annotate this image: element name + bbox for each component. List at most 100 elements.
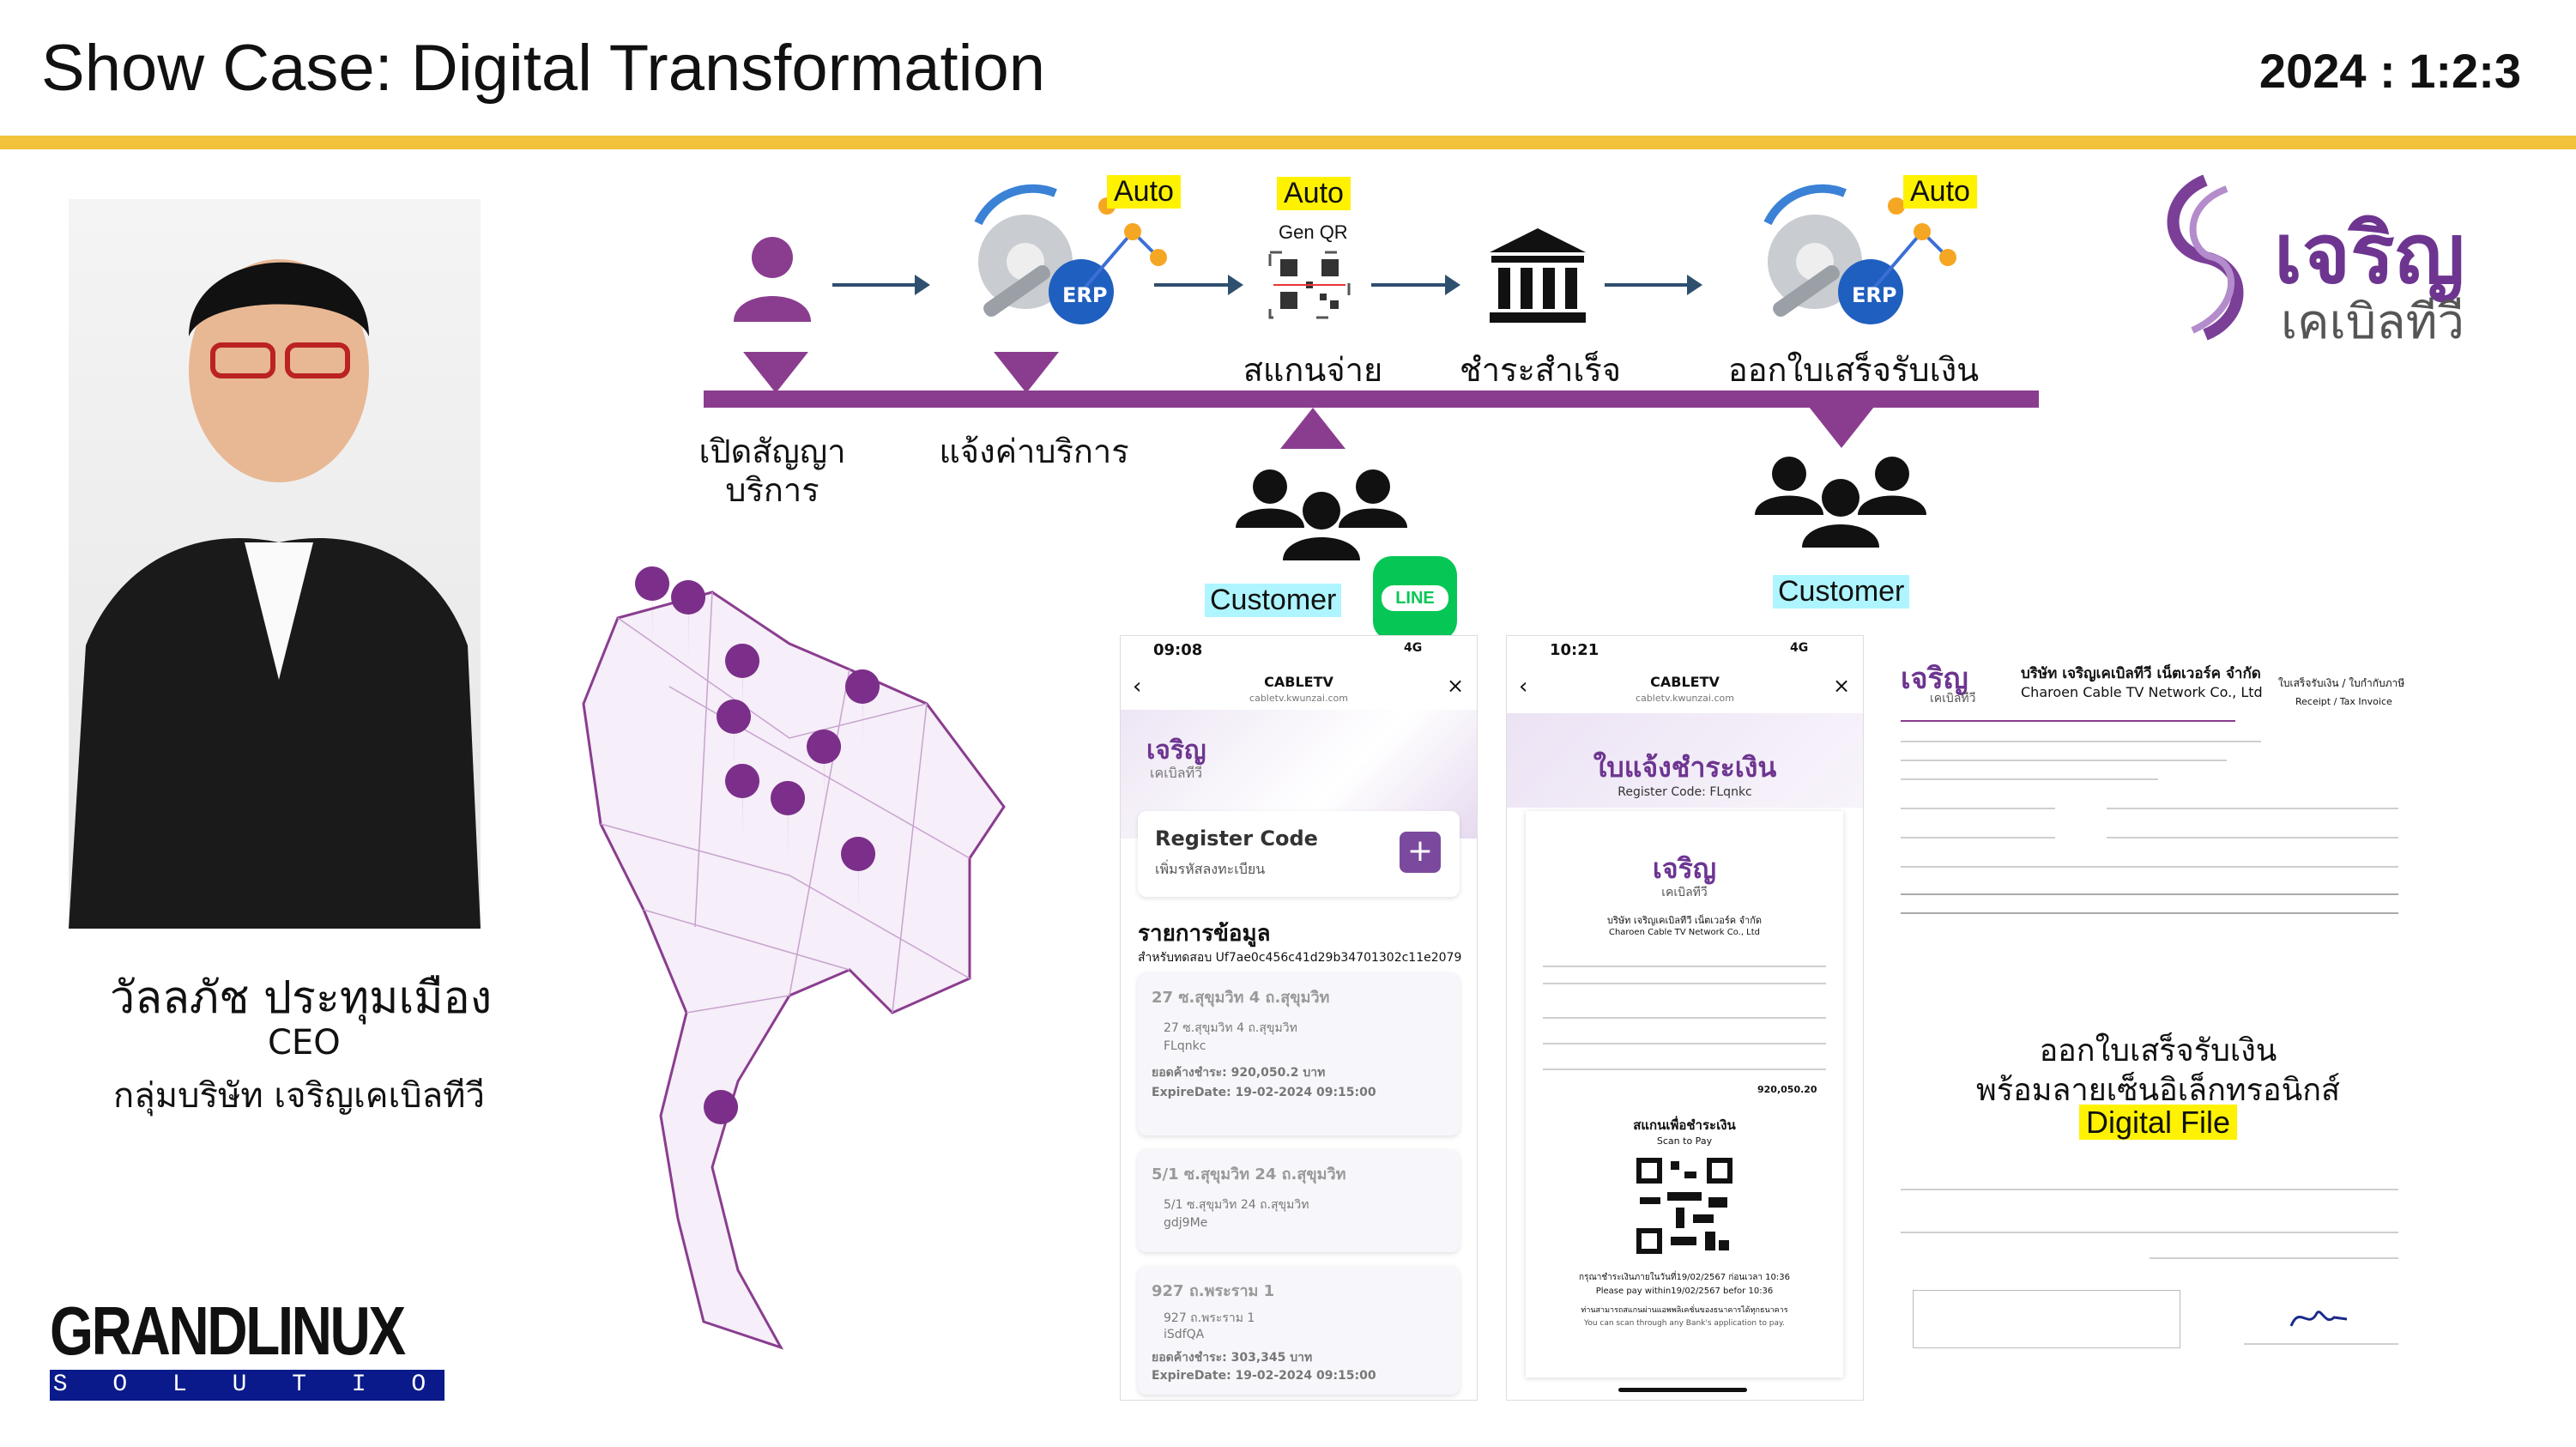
app-title: CABLETV xyxy=(1650,674,1720,690)
step-scan-pay: สแกนจ่าย xyxy=(1243,351,1383,389)
customer-group-icon xyxy=(1236,469,1407,560)
list-subtitle: สำหรับทดสอบ Uf7ae0c456c41d29b34701302c11… xyxy=(1138,951,1462,965)
list-item[interactable]: 5/1 ซ.สุขุมวิท 24 ถ.สุขุมวิท 5/1 ซ.สุขุม… xyxy=(1138,1149,1460,1252)
step-open-contract-line2: บริการ xyxy=(725,471,819,509)
timeline-marker-up xyxy=(1280,408,1345,449)
erp-gear-icon xyxy=(1763,184,1956,324)
step-open-contract-line1: เปิดสัญญา xyxy=(698,433,846,470)
receipt-caption-digital: Digital File xyxy=(2078,1105,2238,1140)
item-amount: ยอดค้างชำระ: 303,345 บาท xyxy=(1152,1351,1313,1365)
receipt-logo: เจริญ xyxy=(1901,662,1968,696)
customer-label-2: Customer xyxy=(1773,575,1910,608)
receipt-logo-sub: เคเบิลทีวี xyxy=(1930,692,1976,705)
app-url: cabletv.kwunzai.com xyxy=(1636,693,1734,704)
list-title: รายการข้อมูล xyxy=(1138,921,1271,947)
item-expire: ExpireDate: 19-02-2024 09:15:00 xyxy=(1152,1086,1376,1099)
app-url: cabletv.kwunzai.com xyxy=(1249,693,1348,704)
customer-group-icon xyxy=(1755,457,1926,548)
erp-label: ERP xyxy=(1062,283,1108,307)
add-register-button[interactable]: + xyxy=(1400,832,1441,873)
erp-label: ERP xyxy=(1852,283,1897,307)
pay-due-th: กรุณาชำระเงินภายในวันที่19/02/2567 ก่อนเ… xyxy=(1579,1273,1790,1282)
auto-badge-2: Auto xyxy=(1277,177,1351,210)
item-title: 5/1 ซ.สุขุมวิท 24 ถ.สุขุมวิท xyxy=(1152,1165,1346,1184)
qr-code-icon xyxy=(1268,251,1351,319)
timeline-marker-down xyxy=(743,352,808,393)
invoice-logo-sub: เคเบิลทีวี xyxy=(1661,886,1708,899)
user-icon xyxy=(734,237,811,322)
invoice-header-band xyxy=(1507,713,1863,808)
line-app-icon: LINE xyxy=(1373,556,1457,640)
phone-logo: เจริญ xyxy=(1146,736,1206,766)
auto-badge-1: Auto xyxy=(1107,175,1181,209)
item-address: 927 ถ.พระราม 1 xyxy=(1164,1311,1255,1325)
brand-swirl-icon xyxy=(2167,174,2244,341)
close-icon[interactable]: × xyxy=(1447,674,1465,698)
receipt-company-th: บริษัท เจริญเคเบิลทีวี เน็ตเวอร์ค จำกัด xyxy=(2021,665,2261,682)
erp-module: ERP xyxy=(1742,180,1965,330)
flow-arrow xyxy=(1605,275,1702,295)
flow-arrow xyxy=(1154,275,1243,295)
register-subtitle: เพิ่มรหัสลงทะเบียน xyxy=(1155,861,1266,877)
page-title: Show Case: Digital Transformation xyxy=(41,32,1046,105)
invoice-register-code: Register Code: FLqnkc xyxy=(1618,785,1752,799)
thailand-network-map xyxy=(582,566,1006,1350)
brand-logo: เจริญ เคเบิลทีวี xyxy=(2145,172,2523,350)
process-timeline xyxy=(704,391,2039,408)
invoice-document: เจริญ เคเบิลทีวี บริษัท เจริญเคเบิลทีวี … xyxy=(1526,811,1843,1377)
gen-qr-label: Gen QR xyxy=(1279,221,1348,243)
pay-note-th: ท่านสามารถสแกนผ่านแอพพลิเคชั่นของธนาคารไ… xyxy=(1581,1306,1788,1315)
pay-note-en: You can scan through any Bank's applicat… xyxy=(1584,1319,1785,1328)
scan-to-pay-th: สแกนเพื่อชำระเงิน xyxy=(1633,1117,1736,1133)
item-title: 27 ซ.สุขุมวิท 4 ถ.สุขุมวิท xyxy=(1152,989,1330,1007)
tax-receipt-document: เจริญ เคเบิลทีวี บริษัท เจริญเคเบิลทีวี … xyxy=(1892,639,2424,1395)
item-address: 27 ซ.สุขุมวิท 4 ถ.สุขุมวิท xyxy=(1164,1021,1297,1035)
step-notify-fee: แจ้งค่าบริการ xyxy=(939,433,1129,470)
list-item[interactable]: 27 ซ.สุขุมวิท 4 ถ.สุขุมวิท 27 ซ.สุขุมวิท… xyxy=(1138,972,1460,1135)
receipt-caption-line2: พร้อมลายเซ็นอิเล็กทรอนิกส์ xyxy=(1976,1073,2340,1108)
back-icon[interactable]: ‹ xyxy=(1133,674,1142,699)
item-title: 927 ถ.พระราม 1 xyxy=(1152,1282,1275,1300)
item-code: gdj9Me xyxy=(1164,1216,1208,1230)
header-divider xyxy=(0,136,2576,149)
map-pins xyxy=(635,566,880,1167)
close-icon[interactable]: × xyxy=(1833,674,1851,698)
auto-badge-3: Auto xyxy=(1903,175,1977,209)
grandlinux-logo-top: GRANDLINUX xyxy=(50,1293,406,1369)
person-silhouette-icon xyxy=(69,259,481,929)
item-code: FLqnkc xyxy=(1164,1039,1206,1053)
invoice-total: 920,050.20 xyxy=(1757,1084,1817,1095)
app-title: CABLETV xyxy=(1264,674,1333,690)
phone-signal: 4G xyxy=(1404,641,1423,655)
payment-qr-icon xyxy=(1633,1154,1736,1257)
grandlinux-logo-bottom: S O L U T I O N xyxy=(50,1370,444,1429)
list-item[interactable]: 927 ถ.พระราม 1 927 ถ.พระราม 1 iSdfQA ยอด… xyxy=(1138,1266,1460,1395)
receipt-caption-wrapper: Digital File xyxy=(1892,1105,2424,1141)
invoice-title: ใบแจ้งชำระเงิน xyxy=(1593,751,1777,784)
step-payment-success: ชำระสำเร็จ xyxy=(1459,351,1622,389)
invoice-logo: เจริญ xyxy=(1652,852,1717,885)
receipt-doc-type-en: Receipt / Tax Invoice xyxy=(2295,696,2392,707)
receipt-notes-box xyxy=(1913,1290,2180,1348)
item-code: iSdfQA xyxy=(1164,1328,1205,1341)
flow-arrow xyxy=(1371,275,1460,295)
back-icon[interactable]: ‹ xyxy=(1519,674,1528,699)
ceo-role: CEO xyxy=(268,1023,341,1063)
step-issue-receipt: ออกใบเสร็จรับเงิน xyxy=(1727,351,1980,389)
scan-to-pay-en: Scan to Pay xyxy=(1656,1135,1713,1147)
line-app-label: LINE xyxy=(1382,585,1448,611)
phone-logo-sub: เคเบิลทีวี xyxy=(1150,765,1203,781)
phone-time: 10:21 xyxy=(1550,641,1599,659)
ceo-company: กลุ่มบริษัท เจริญเคเบิลทีวี xyxy=(113,1076,485,1116)
bank-icon xyxy=(1490,228,1586,323)
ceo-photo xyxy=(69,199,481,929)
phone-screen-register: 09:08 4G ‹ CABLETV cabletv.kwunzai.com ×… xyxy=(1120,635,1478,1401)
timeline-marker-down xyxy=(994,352,1059,393)
brand-logo-subtext: เคเบิลทีวี xyxy=(2281,294,2464,350)
phone-screen-invoice: 10:21 4G ‹ CABLETV cabletv.kwunzai.com ×… xyxy=(1506,635,1864,1401)
ceo-name: วัลลภัช ประทุมเมือง xyxy=(110,972,493,1024)
register-code-card[interactable]: Register Code เพิ่มรหัสลงทะเบียน + xyxy=(1138,811,1460,897)
register-title: Register Code xyxy=(1155,826,1318,851)
erp-gear-icon xyxy=(974,184,1167,324)
pay-due-en: Please pay within19/02/2567 befor 10:36 xyxy=(1595,1287,1774,1296)
